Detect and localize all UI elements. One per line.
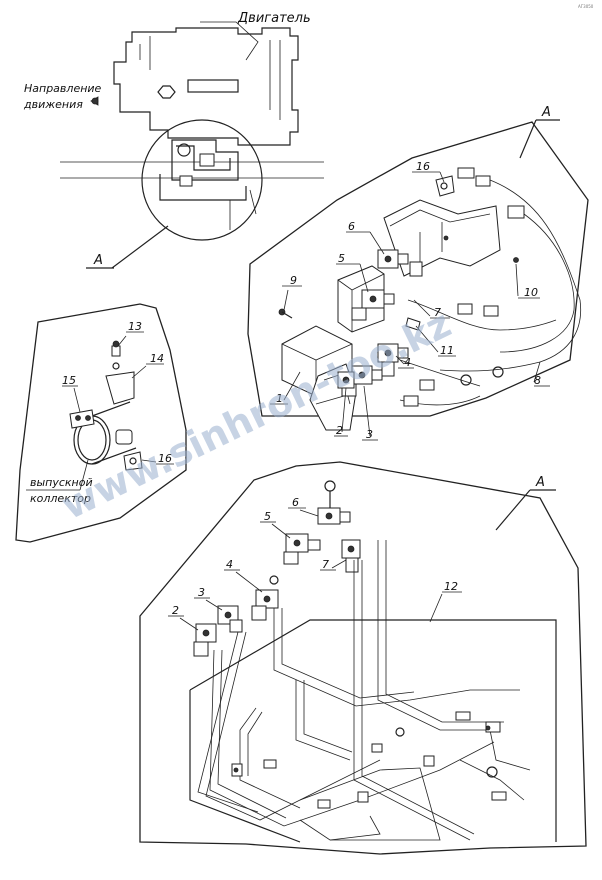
callout-7-lower: 7 (322, 558, 329, 571)
callout-9: 9 (290, 274, 297, 287)
engine-leader (200, 21, 259, 61)
direction-label-2: движения (23, 98, 83, 111)
callout-15: 15 (62, 374, 76, 387)
view-a-label-1: А (93, 253, 103, 268)
callout-8: 8 (534, 374, 541, 387)
valve-5-lower (283, 533, 321, 565)
watermark: www.sinhron-too.kz (55, 301, 458, 528)
callout-numbers: 16 6 5 9 10 7 11 4 8 1 2 3 13 14 15 16 6… (62, 160, 541, 617)
engine-bolt-head (157, 85, 176, 99)
callout-12: 12 (444, 580, 458, 593)
exhaust-label-2: коллектор (30, 492, 91, 505)
view-a-label-3: А (535, 475, 545, 490)
valve-6-lower (317, 480, 351, 525)
direction-label-1: Направление (24, 82, 102, 95)
valve-3-lower (217, 605, 243, 633)
callout-1: 1 (276, 392, 283, 405)
engine-label: Двигатель (237, 11, 311, 26)
callout-6-lower: 6 (292, 496, 299, 509)
callout-3-upper: 3 (366, 428, 373, 441)
engine-nameplate (187, 79, 239, 93)
callout-7-upper: 7 (434, 306, 441, 319)
view-a-label-2: А (541, 105, 551, 120)
view-a-leader (111, 225, 169, 269)
view-a-upper-frame (247, 121, 589, 417)
view-a-lower-frame (139, 461, 587, 855)
valve-4-lower (251, 575, 279, 621)
valve-4 (377, 343, 409, 377)
valve-2 (337, 371, 355, 389)
harness-wire (439, 179, 582, 372)
callout-2-upper: 2 (336, 424, 343, 437)
view-a-lower: А (139, 461, 587, 855)
valve-5 (351, 289, 395, 321)
callout-11: 11 (440, 344, 454, 357)
bolt-13 (111, 345, 121, 357)
callout-13: 13 (128, 320, 142, 333)
callout-16-inset: 16 (158, 452, 172, 465)
callout-4-upper: 4 (404, 356, 411, 369)
callout-leaders (62, 171, 550, 631)
callout-10: 10 (524, 286, 538, 299)
callout-16-upper: 16 (416, 160, 430, 173)
sensor-16-inset (123, 451, 143, 471)
exhaust-inset-frame (15, 303, 187, 543)
valve-6 (377, 249, 423, 277)
sensor-16-upper (435, 167, 475, 197)
valve-7-lower (341, 539, 361, 573)
detail-circle (141, 119, 263, 241)
bolt-10 (513, 257, 519, 263)
hose-panel (189, 619, 557, 842)
direction-dot-icon (91, 97, 99, 105)
callout-4-lower: 4 (226, 558, 233, 571)
valve-2-lower (193, 623, 217, 657)
callout-5-upper: 5 (338, 252, 345, 265)
callout-5-lower: 5 (264, 510, 271, 523)
exhaust-label-1: выпускной (30, 476, 93, 489)
engine-overview: Двигатель Направление движения А (23, 11, 324, 269)
callout-2-lower: 2 (172, 604, 179, 617)
callout-3-lower: 3 (198, 586, 205, 599)
corner-mark: АГ3050 (578, 4, 594, 9)
exhaust-inset: выпускной коллектор (15, 303, 187, 543)
view-a-upper: А (247, 105, 589, 431)
sensor-15 (69, 409, 95, 429)
part-14-bracket (105, 371, 135, 405)
callout-14: 14 (150, 352, 164, 365)
connector-upper (475, 175, 525, 219)
callout-6-upper: 6 (348, 220, 355, 233)
